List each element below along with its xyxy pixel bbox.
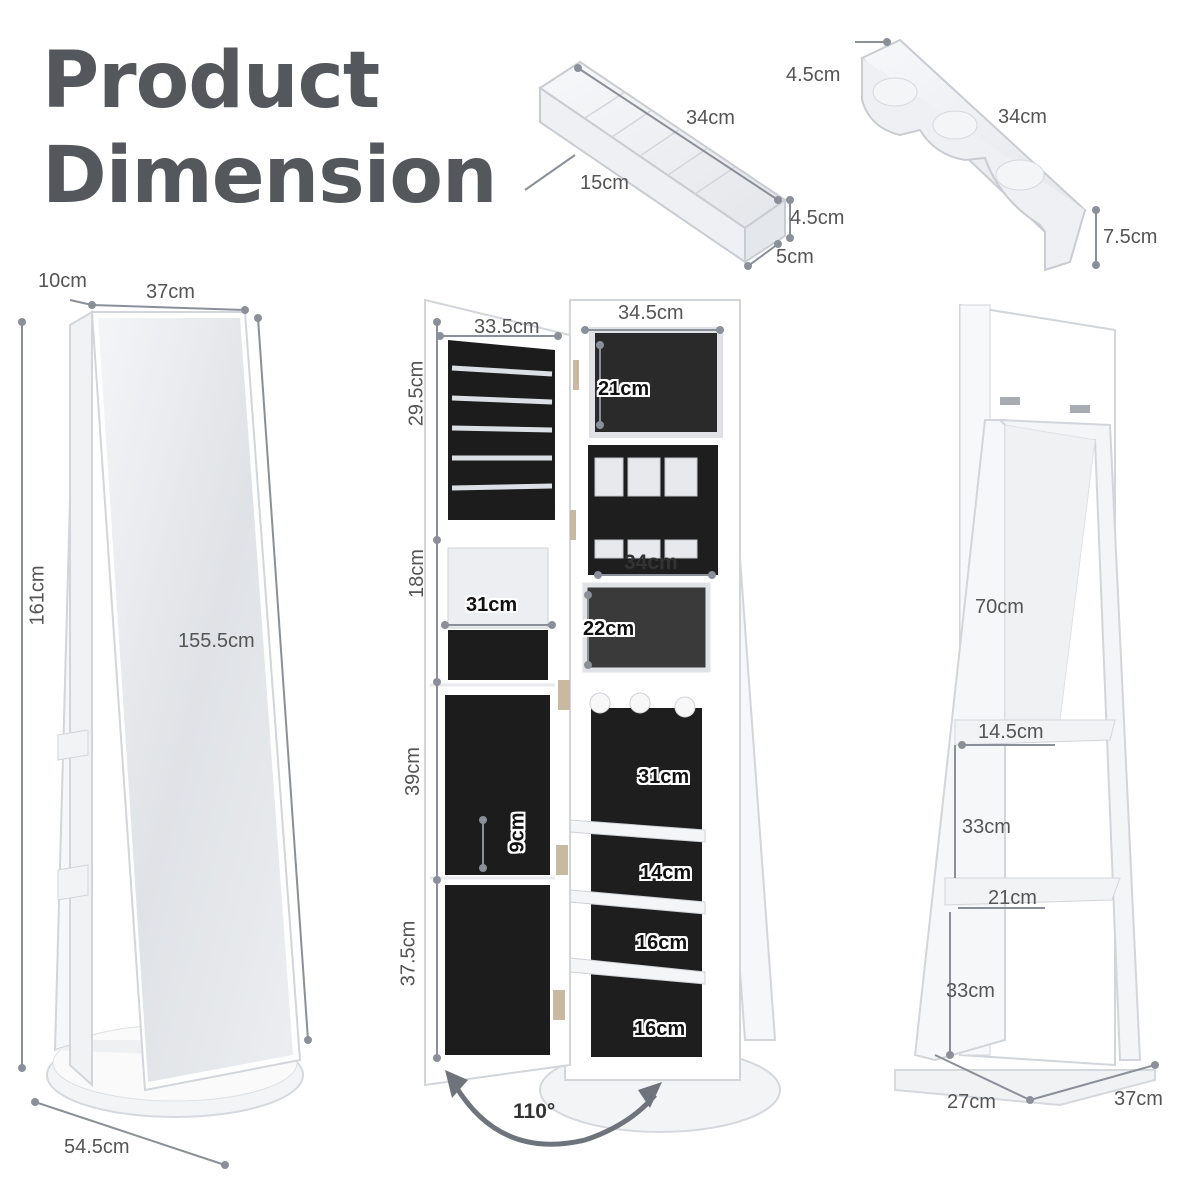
drawer-1-label: 14cm — [640, 862, 692, 884]
tray-b-length-label: 34cm — [998, 106, 1047, 128]
acrylic-tray-b — [860, 38, 1087, 272]
front-width-label: 37cm — [146, 281, 195, 303]
cabinet-width-label: 34.5cm — [618, 302, 684, 324]
tray-a-length-label: 34cm — [686, 107, 735, 129]
mirror-cabinet-front — [46, 310, 304, 1118]
door-height-3-label: 39cm — [401, 747, 424, 796]
tray-a-width-label: 15cm — [580, 172, 629, 194]
title-line-2: Dimension — [42, 131, 497, 221]
shelf-width-label: 34cm — [624, 551, 678, 574]
front-base-label: 54.5cm — [64, 1136, 130, 1158]
tray-b-height-label: 7.5cm — [1103, 226, 1158, 248]
drawer-3-label: 16cm — [634, 1018, 686, 1040]
cabinet-back-view — [894, 303, 1156, 1107]
front-mirror-label: 155.5cm — [178, 630, 255, 652]
door-height-4-label: 37.5cm — [397, 920, 420, 987]
door-height-2-label: 18cm — [405, 549, 428, 598]
hook-label: 9cm — [506, 812, 529, 853]
front-height-label: 161cm — [26, 565, 49, 626]
back-panel-label: 31cm — [638, 766, 690, 788]
back-gap-1-label: 33cm — [962, 816, 1011, 838]
door-width-label: 33.5cm — [474, 316, 540, 338]
tray-b-top-label: 4.5cm — [786, 64, 841, 86]
rotation-arrow-icon — [452, 1083, 657, 1147]
back-depth-label: 27cm — [947, 1091, 996, 1113]
back-panel-height-label: 70cm — [975, 596, 1024, 618]
tray-a-depth-label: 5cm — [776, 246, 814, 268]
tray-a-height-label: 4.5cm — [790, 207, 845, 229]
inner-mirror-label: 22cm — [583, 618, 635, 640]
jewelry-cabinet-open — [424, 298, 781, 1133]
small-mirror-label: 21cm — [598, 378, 650, 400]
back-shelf-label: 14.5cm — [978, 721, 1044, 743]
rotation-angle-label: 110° — [513, 1100, 556, 1123]
door-mirror-label: 31cm — [466, 594, 518, 616]
back-gap-2-label: 33cm — [946, 980, 995, 1002]
drawer-2-label: 16cm — [636, 932, 688, 954]
front-depth-label: 10cm — [38, 270, 87, 292]
back-width-label: 37cm — [1114, 1088, 1163, 1110]
door-height-1-label: 29.5cm — [405, 360, 428, 427]
acrylic-tray-a — [538, 60, 787, 264]
title-line-1: Product — [42, 36, 380, 126]
back-shelf-2-label: 21cm — [988, 887, 1037, 909]
